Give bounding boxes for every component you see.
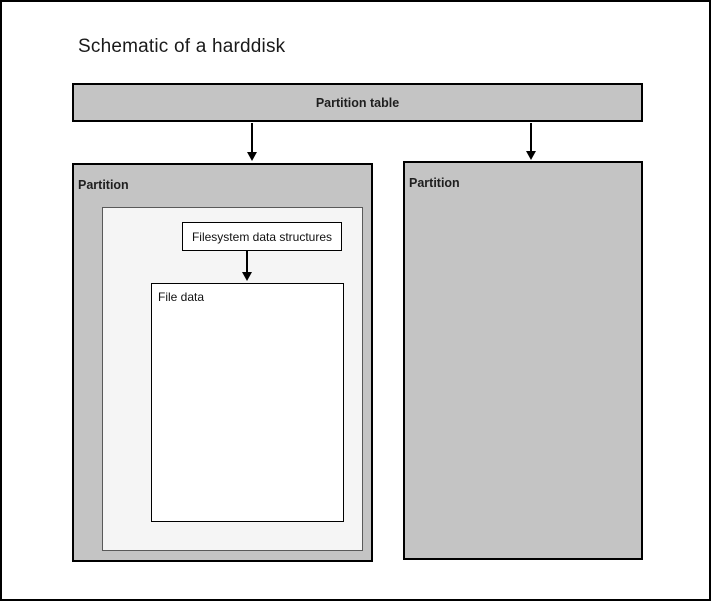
arrow-head (242, 272, 252, 281)
arrow-to-right-partition-icon (525, 123, 537, 160)
arrow-line (251, 123, 253, 153)
arrow-to-left-partition-icon (246, 123, 258, 161)
partition-right-box: Partition (403, 161, 643, 560)
file-data-box: File data (151, 283, 344, 522)
arrow-line (530, 123, 532, 152)
partition-table-box: Partition table (72, 83, 643, 122)
arrow-to-file-data-icon (241, 251, 253, 281)
file-data-label: File data (158, 290, 205, 304)
filesystem-data-structures-label: Filesystem data structures (191, 229, 333, 244)
partition-right-label: Partition (409, 176, 460, 190)
partition-table-label: Partition table (315, 95, 400, 110)
diagram-title: Schematic of a harddisk (78, 36, 286, 57)
arrow-head (526, 151, 536, 160)
filesystem-data-structures-box: Filesystem data structures (182, 222, 342, 251)
arrow-head (247, 152, 257, 161)
partition-left-label: Partition (78, 178, 129, 192)
arrow-line (246, 251, 248, 273)
